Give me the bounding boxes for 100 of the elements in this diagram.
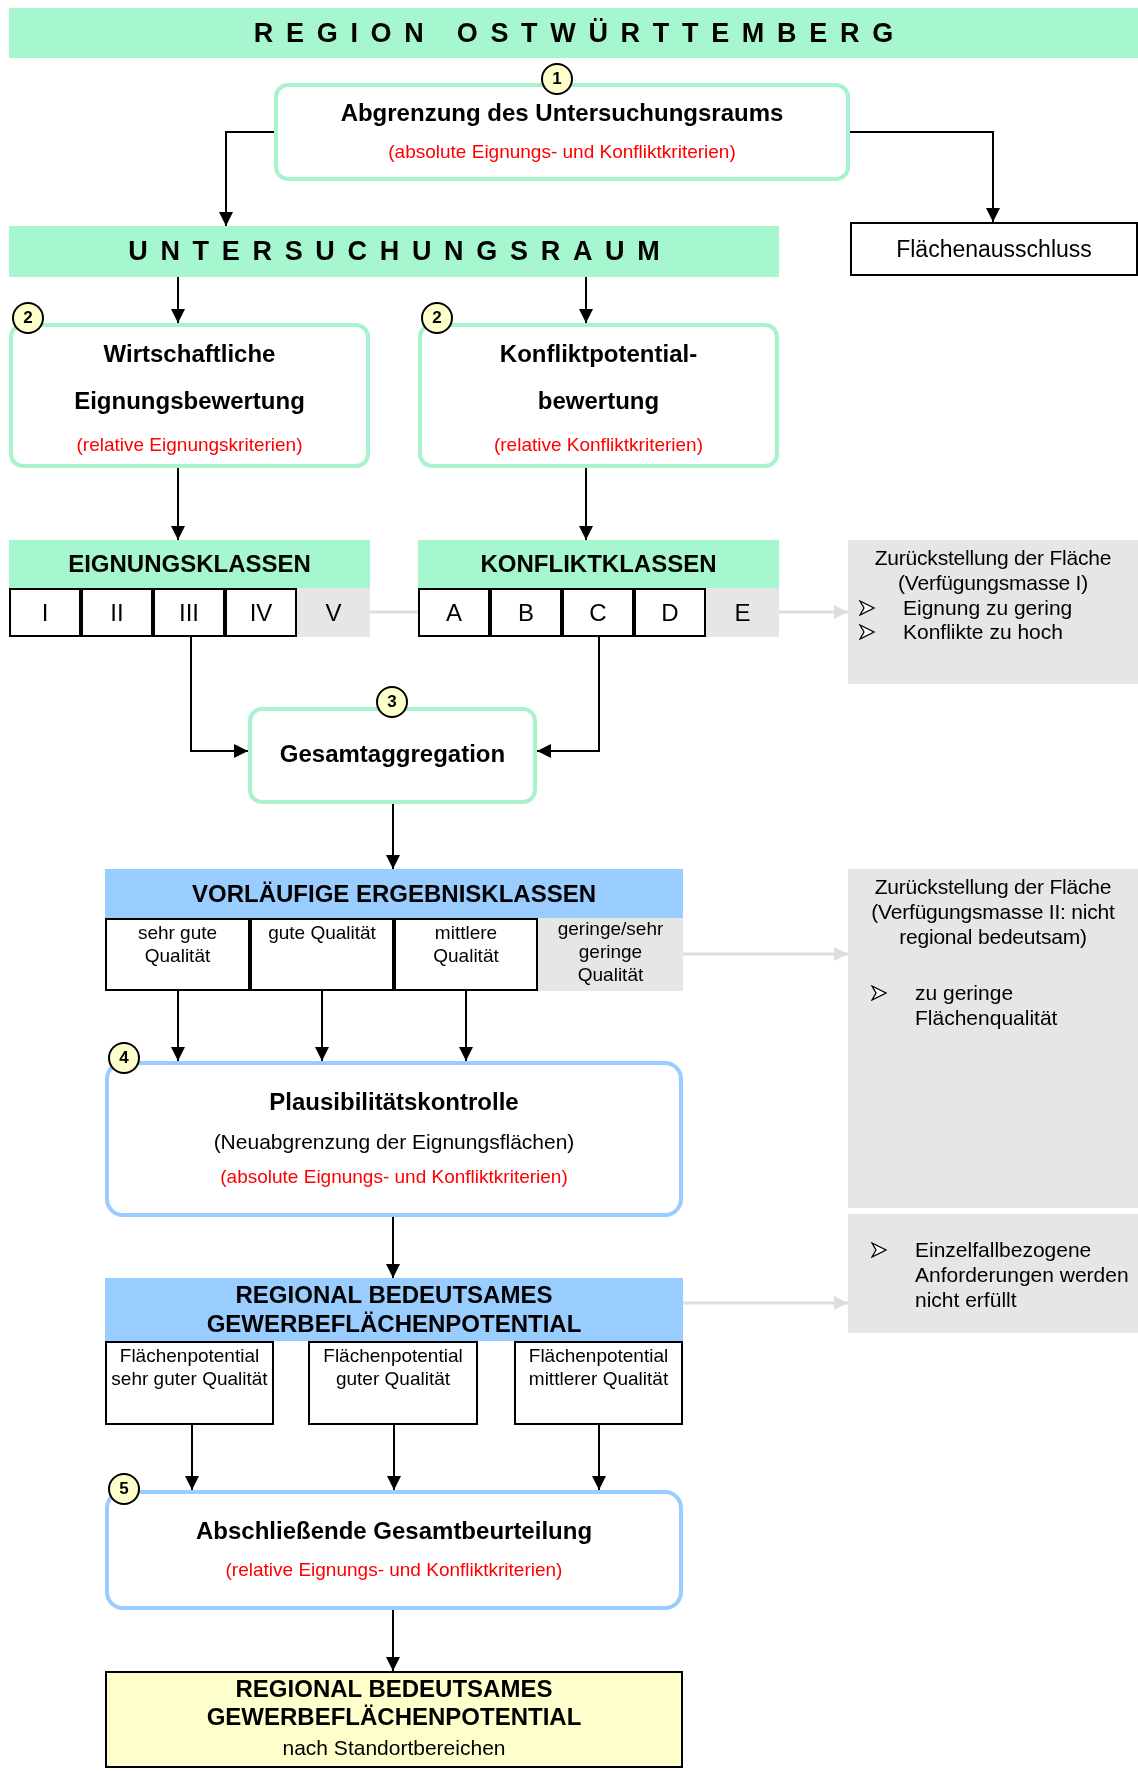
box-text: Zurückstellung der Fläche (Verfügungsmasse II: nicht regional bedeutsam) — [870, 875, 1116, 950]
class-label: geringe/sehr geringe Qualität — [556, 918, 665, 987]
callout-number: 3 — [376, 686, 408, 718]
box-heading: Gesamtaggregation — [279, 739, 506, 768]
class-label: mittlere Qualität — [432, 922, 500, 968]
header-text: KONFLIKTKLASSEN — [480, 550, 717, 578]
bullet-text: zu geringe Flächenqualität — [915, 981, 1059, 1031]
process-box — [274, 83, 850, 181]
callout-number: 2 — [12, 302, 44, 334]
bullet-text: Eignung zu gering — [903, 595, 1073, 621]
class-cell — [250, 918, 394, 991]
class-cell — [706, 588, 779, 637]
class-cell — [105, 1341, 274, 1425]
process-box — [105, 1061, 683, 1217]
bullet-text: Konflikte zu hoch — [903, 620, 1063, 646]
class-cell — [9, 588, 81, 637]
box-heading: REGIONAL BEDEUTSAMES GEWERBEFLÄCHENPOTENTIAL — [205, 1675, 583, 1731]
box-heading: Abgrenzung des Untersuchungsraums — [340, 99, 784, 127]
arrow — [592, 1424, 606, 1491]
class-label: Flächenpotential mittlerer Qualität — [527, 1345, 670, 1391]
class-cell — [225, 588, 297, 637]
class-label: I — [41, 598, 49, 627]
callout-number: 5 — [108, 1473, 140, 1505]
class-label: gute Qualität — [268, 922, 376, 945]
callout-number: 1 — [541, 63, 573, 95]
note-panel — [848, 869, 1138, 1208]
arrow — [190, 636, 249, 758]
box-heading: Plausibilitätskontrolle — [269, 1088, 519, 1116]
box-text: nach Standortbereichen — [282, 1736, 506, 1761]
arrow — [579, 276, 593, 324]
title-banner — [9, 226, 779, 277]
box-heading: Konfliktpotential- bewertung — [498, 338, 699, 416]
criteria-note: (relative Konfliktkriterien) — [493, 433, 704, 456]
class-cell — [153, 588, 225, 637]
box-heading: Wirtschaftliche Eignungsbewertung — [73, 338, 306, 416]
arrow — [185, 1424, 199, 1491]
arrow — [849, 131, 1000, 223]
process-box — [418, 323, 779, 468]
arrow — [219, 131, 275, 227]
class-cell — [634, 588, 706, 637]
arrow — [386, 1609, 400, 1672]
process-box — [9, 323, 370, 468]
class-label: C — [589, 598, 607, 627]
header-text: EIGNUNGSKLASSEN — [68, 550, 311, 578]
class-cell — [538, 918, 683, 991]
header-text: REGION OSTWÜRTTEMBERG — [253, 17, 906, 49]
arrow — [387, 1424, 401, 1491]
class-cell — [490, 588, 562, 637]
criteria-note: (absolute Eignungs- und Konfliktkriterien) — [388, 141, 736, 163]
arrow — [386, 1216, 400, 1279]
class-cell — [394, 918, 538, 991]
process-box — [248, 707, 537, 804]
arrow — [683, 947, 848, 961]
class-label: IV — [249, 598, 273, 627]
arrow — [386, 803, 400, 870]
class-label: A — [446, 598, 462, 627]
criteria-note: (relative Eignungskriterien) — [76, 433, 303, 456]
class-label: Flächenpotential guter Qualität — [322, 1345, 464, 1391]
class-label: D — [661, 598, 679, 627]
class-cell — [308, 1341, 478, 1425]
arrow — [536, 636, 600, 758]
note-panel — [848, 540, 1138, 684]
class-label: E — [734, 598, 751, 627]
class-label: B — [518, 598, 534, 627]
header-text: UNTERSUCHUNGSRAUM — [128, 236, 673, 267]
callout-number: 2 — [421, 302, 453, 334]
box-heading: Abschließende Gesamtbeurteilung — [195, 1517, 593, 1545]
arrow — [171, 467, 185, 541]
arrow — [579, 467, 593, 541]
arrow — [315, 990, 329, 1062]
title-banner — [9, 8, 1138, 58]
arrow — [459, 990, 473, 1062]
class-label: Flächenpotential sehr guter Qualität — [110, 1345, 269, 1391]
class-cell — [418, 588, 490, 637]
arrow — [683, 1296, 848, 1310]
class-header — [418, 540, 779, 588]
class-label: V — [325, 598, 342, 627]
class-cell — [105, 918, 250, 991]
result-box — [105, 1671, 683, 1768]
class-cell — [81, 588, 153, 637]
box-text: Flächenausschluss — [896, 235, 1092, 263]
class-cell — [514, 1341, 683, 1425]
box-text: Zurückstellung der Fläche (Verfügungsmasse I) — [873, 546, 1113, 596]
class-label: III — [179, 598, 199, 627]
class-label: II — [110, 598, 124, 627]
header-text: REGIONAL BEDEUTSAMES GEWERBEFLÄCHENPOTENTIAL — [205, 1280, 583, 1339]
outcome-box — [850, 222, 1138, 276]
header-text: VORLÄUFIGE ERGEBNISKLASSEN — [191, 879, 596, 908]
arrow — [779, 605, 848, 619]
arrow — [171, 276, 185, 324]
class-header — [9, 540, 370, 588]
class-header — [105, 869, 683, 918]
criteria-note: (relative Eignungs- und Konfliktkriterien) — [225, 1559, 563, 1581]
class-label: sehr gute Qualität — [136, 922, 219, 968]
arrow — [171, 990, 185, 1062]
class-cell — [562, 588, 634, 637]
bullet-text: Einzelfallbezogene Anforderungen werden nicht erfüllt — [915, 1238, 1130, 1313]
criteria-note: (absolute Eignungs- und Konfliktkriterien) — [220, 1166, 568, 1188]
class-header — [105, 1278, 683, 1341]
class-cell — [297, 588, 370, 637]
